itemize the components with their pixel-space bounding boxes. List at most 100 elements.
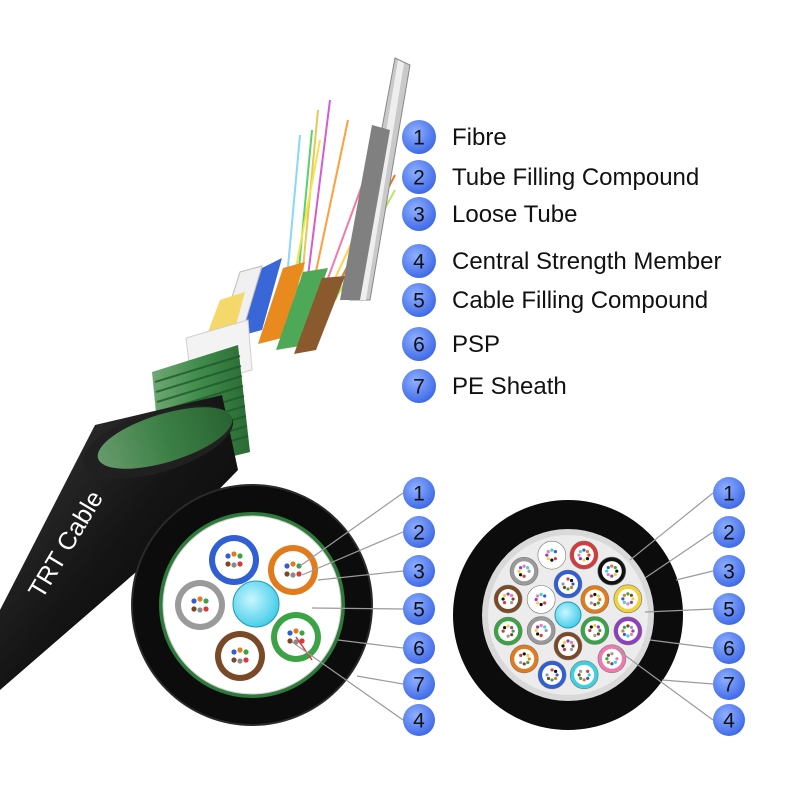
- fibre: [510, 633, 514, 637]
- loose-tube: [597, 644, 627, 674]
- fibre: [589, 594, 593, 598]
- callout-badge: 4: [713, 704, 745, 736]
- fibre: [284, 571, 290, 577]
- loose-tube: [569, 540, 599, 570]
- badge-number: 6: [723, 638, 735, 661]
- fibre: [545, 673, 549, 677]
- fibre: [287, 630, 293, 636]
- fibre: [562, 585, 567, 590]
- fibre: [606, 653, 610, 657]
- badge-number: 3: [723, 561, 735, 584]
- callout-badge: 7: [403, 668, 435, 700]
- fibre: [561, 582, 565, 586]
- fibre: [629, 600, 633, 604]
- callout-badge: 3: [713, 555, 745, 587]
- fibre: [593, 633, 597, 638]
- fibre: [293, 628, 299, 634]
- fibre: [569, 578, 574, 583]
- leader-line: [299, 492, 404, 567]
- fibre: [550, 678, 554, 682]
- fibre: [593, 602, 597, 607]
- callout-badge: 4: [403, 704, 435, 736]
- fibre: [626, 634, 630, 638]
- fibre: [503, 626, 507, 630]
- fibre: [613, 565, 617, 570]
- legend-badge: 3: [402, 197, 436, 231]
- loose-tube: [509, 644, 539, 674]
- fibre: [586, 669, 590, 673]
- fibre: [290, 572, 296, 578]
- fibre: [546, 676, 551, 681]
- callout: 3: [317, 555, 435, 587]
- fibre: [197, 596, 203, 602]
- fibre: [605, 569, 609, 573]
- loose-tube: [175, 580, 225, 630]
- badge-number: 5: [413, 599, 425, 622]
- fibre: [596, 601, 600, 605]
- fibre: [622, 632, 626, 637]
- fibre: [517, 569, 521, 573]
- fibre: [622, 625, 626, 630]
- number-badge-icon: [403, 668, 435, 700]
- legend-label: PSP: [452, 331, 500, 358]
- fibre: [621, 629, 625, 633]
- fibre: [527, 569, 531, 573]
- fibre: [588, 628, 592, 633]
- fibre: [501, 629, 505, 633]
- badge-number: 1: [723, 483, 735, 506]
- fibre: [237, 658, 243, 664]
- fibre: [615, 569, 619, 573]
- badge-number: 5: [413, 290, 425, 313]
- fibre: [629, 593, 633, 597]
- loose-tube: [613, 584, 643, 614]
- fibre: [582, 668, 586, 672]
- callout-badge: 6: [403, 632, 435, 664]
- badge-number: 5: [723, 599, 735, 622]
- leader-line: [337, 639, 404, 649]
- fibre: [539, 623, 543, 628]
- loose-tube: [493, 584, 523, 614]
- number-badge-icon: [403, 516, 435, 548]
- fibre: [571, 582, 575, 586]
- callout-badge: 7: [713, 668, 745, 700]
- loose-tube: [493, 616, 523, 646]
- fibre: [511, 629, 515, 633]
- badge-number: 2: [413, 167, 425, 190]
- fibre: [613, 653, 618, 657]
- fibre: [561, 644, 565, 648]
- fibre: [621, 597, 625, 601]
- number-badge-icon: [403, 632, 435, 664]
- badge-number: 2: [723, 522, 735, 545]
- right-callouts: 1 2 3 5 6 7 4: [614, 477, 745, 736]
- legend-badge: 1: [402, 120, 436, 154]
- fibre: [631, 629, 635, 633]
- fibre: [555, 553, 559, 557]
- number-badge-icon: [713, 516, 745, 548]
- fibre: [510, 593, 514, 598]
- legend-badge: 5: [402, 283, 436, 317]
- callout: 2: [644, 516, 745, 579]
- fibre: [519, 660, 523, 665]
- fibre: [544, 597, 548, 602]
- leader-line: [644, 531, 714, 579]
- fibre: [555, 673, 559, 677]
- fibre: [588, 597, 592, 602]
- fibre: [550, 668, 554, 672]
- leader-line: [629, 492, 714, 561]
- fibre: [546, 557, 550, 561]
- loose-tube: [569, 660, 599, 690]
- fibre: [522, 574, 526, 578]
- callout-badge: 2: [403, 516, 435, 548]
- fibre: [526, 660, 530, 665]
- fibre: [562, 640, 567, 645]
- fibre: [543, 625, 547, 629]
- fibre: [578, 549, 583, 554]
- callout: 3: [675, 555, 745, 587]
- fibre: [237, 553, 243, 559]
- fibre: [522, 652, 526, 656]
- fibre: [231, 649, 237, 655]
